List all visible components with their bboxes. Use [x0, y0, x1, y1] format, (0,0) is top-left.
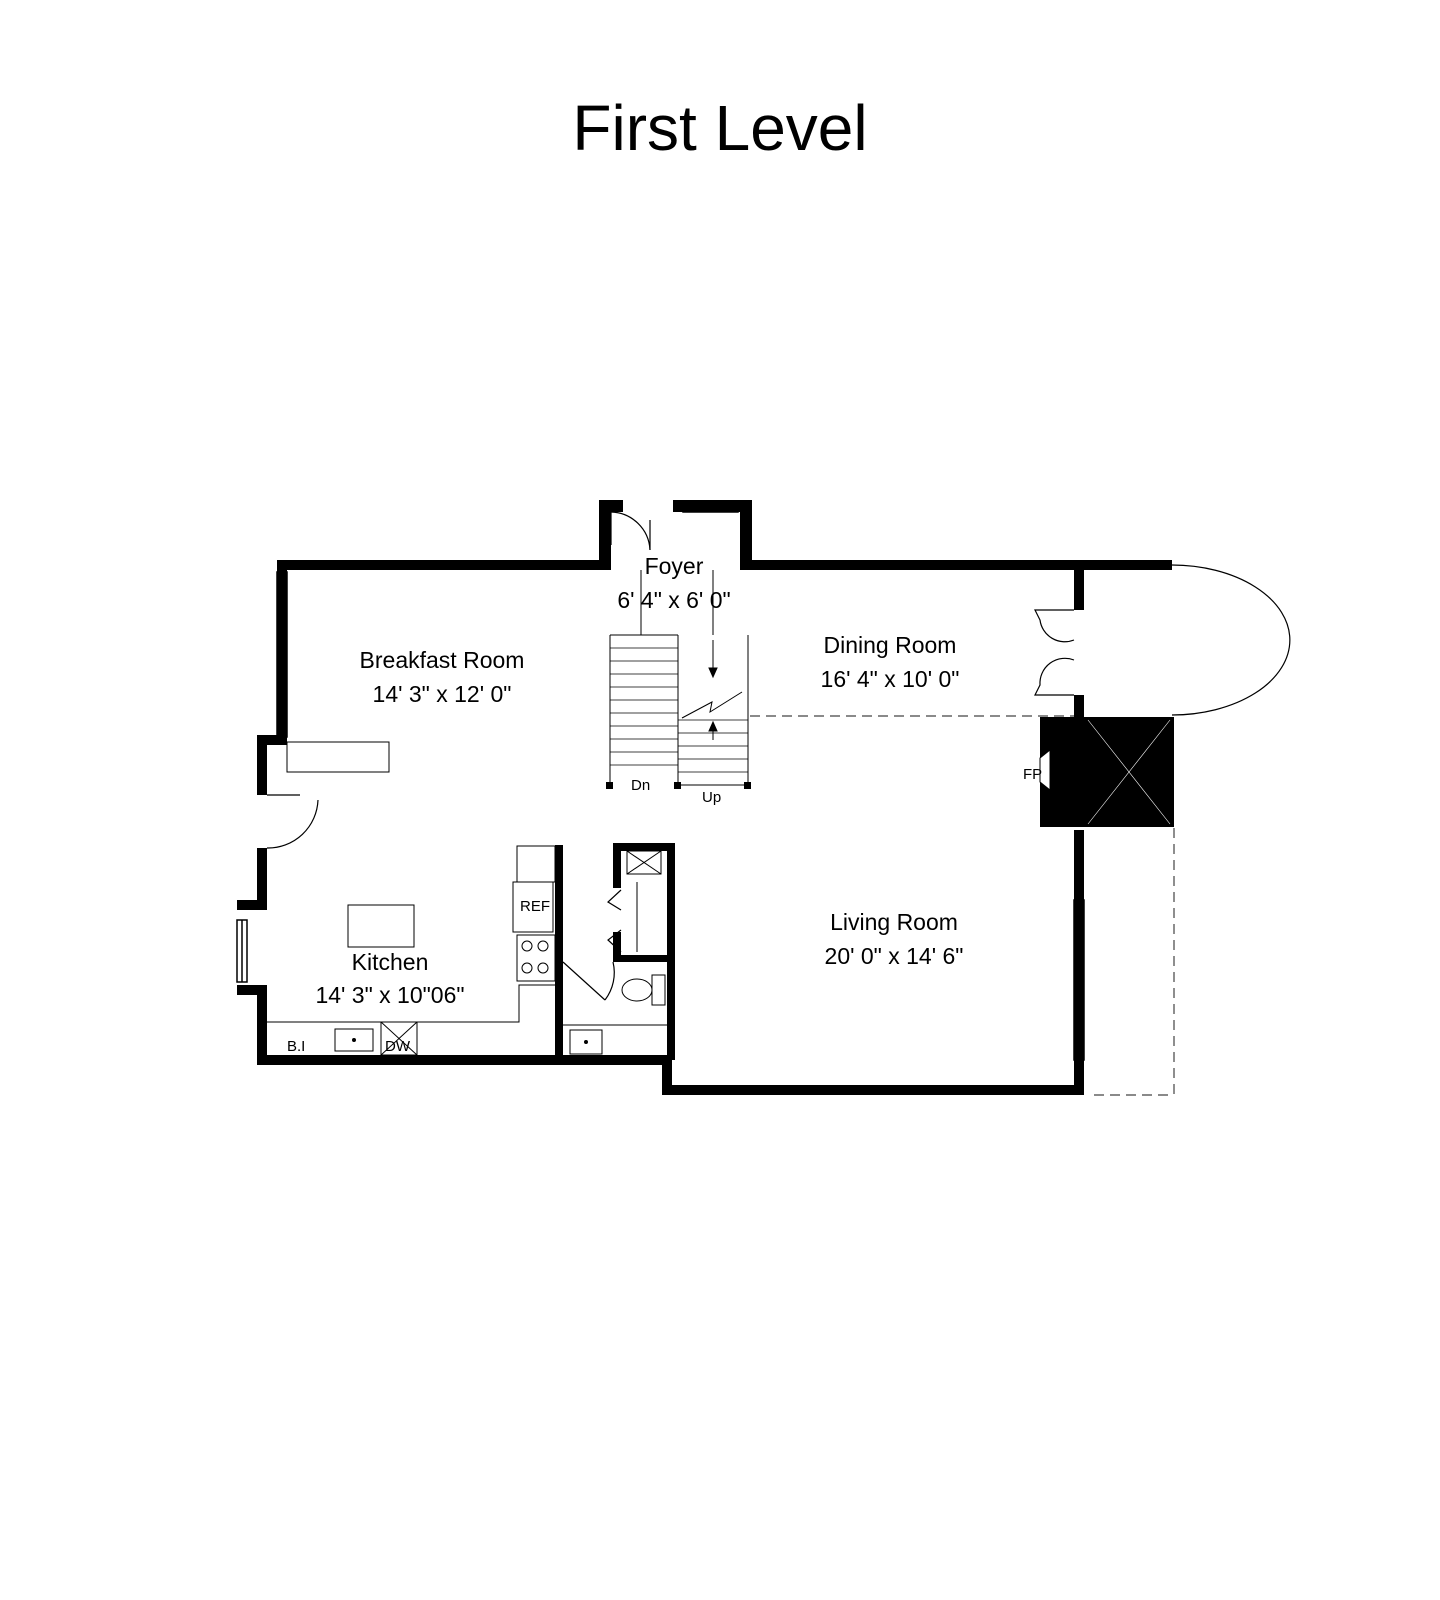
- bath-sink: [569, 1029, 603, 1055]
- foyer-window: [682, 501, 739, 513]
- built-in-counter: [286, 741, 390, 773]
- room-labels: Foyer 6' 4" x 6' 0" Breakfast Room 14' 3…: [315, 553, 963, 1008]
- closet-shelf: [626, 850, 662, 875]
- stairs: [609, 570, 749, 786]
- kitchen-sink: [334, 1028, 374, 1052]
- foyer-name: Foyer: [645, 553, 704, 579]
- stair-posts: [606, 782, 751, 789]
- doors: [266, 511, 1291, 1001]
- toilet-tank: [651, 974, 666, 1006]
- toilet-bowl: [621, 978, 653, 1002]
- foyer-size: 6' 4" x 6' 0": [617, 587, 730, 613]
- stairs-down-label: Dn: [631, 777, 650, 794]
- cooktop: [516, 934, 556, 982]
- refrigerator-label: REF: [520, 898, 550, 915]
- fireplace-label: FP: [1023, 766, 1042, 783]
- dishwasher-label: DW: [385, 1038, 411, 1055]
- kitchen-name: Kitchen: [352, 949, 429, 975]
- living-room-size: 20' 0" x 14' 6": [825, 943, 964, 969]
- fireplace: [1039, 717, 1174, 827]
- stairs-up-label: Up: [702, 789, 721, 806]
- fixture-labels: Dn Up REF FP B.I DW: [287, 766, 1042, 1055]
- stair-treads: [610, 647, 748, 773]
- dishwasher: [380, 1021, 418, 1056]
- built-in-label: B.I: [287, 1038, 305, 1055]
- windows: [236, 501, 1085, 1061]
- dining-room-size: 16' 4" x 10' 0": [821, 666, 960, 692]
- breakfast-room-name: Breakfast Room: [360, 647, 525, 673]
- living-room-name: Living Room: [830, 909, 958, 935]
- stair-break-line: [681, 691, 743, 719]
- interior-walls: [555, 843, 675, 1060]
- kitchen-size: 14' 3" x 10"06": [315, 982, 464, 1008]
- plan-title: First Level: [572, 92, 867, 164]
- fixtures: [267, 741, 667, 1056]
- breakfast-room-size: 14' 3" x 12' 0": [373, 681, 512, 707]
- room-dividers: [750, 715, 1175, 1096]
- dining-room-name: Dining Room: [824, 632, 957, 658]
- kitchen-island: [347, 904, 415, 948]
